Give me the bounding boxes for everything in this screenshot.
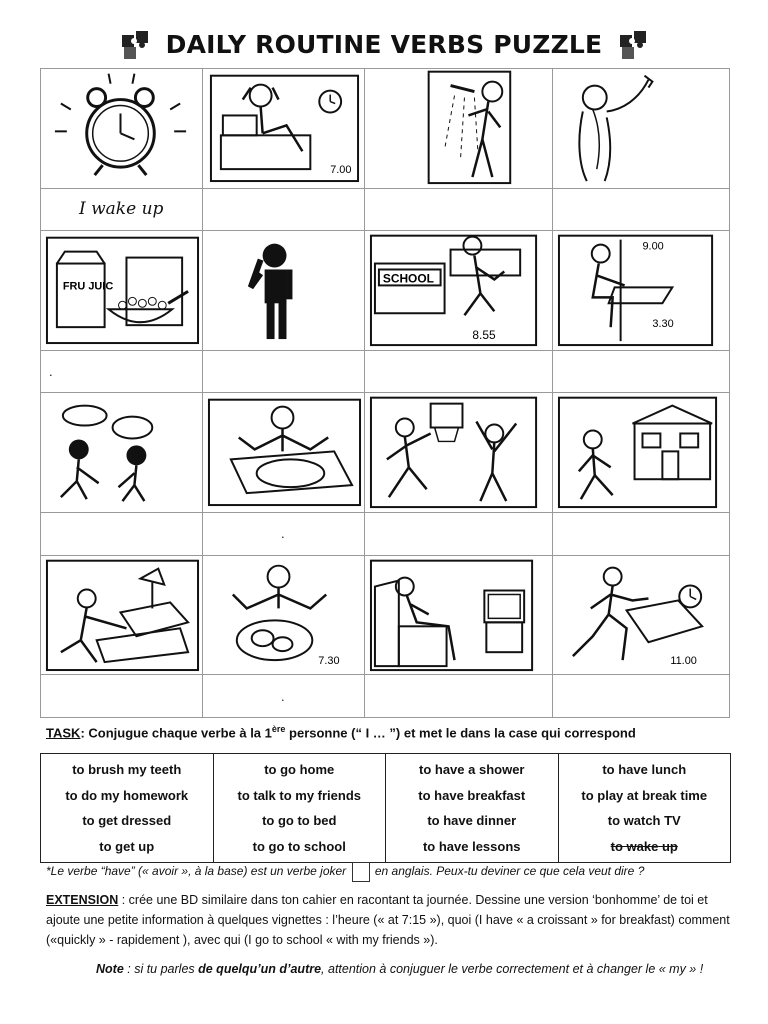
- picture-talking-friends: [40, 392, 203, 514]
- verb-item: to get dressed: [82, 813, 172, 829]
- picture-watching-tv: [364, 554, 553, 676]
- sign-label: SCHOOL: [383, 272, 434, 286]
- sign-label: FRU JUIC: [63, 281, 113, 293]
- answer-cell[interactable]: [202, 187, 365, 232]
- puzzle-icon: [620, 31, 647, 59]
- clock-label: 7.30: [318, 655, 339, 667]
- verb-item: to have lunch: [602, 762, 687, 778]
- task-sup: ère: [271, 724, 286, 734]
- answer-cell[interactable]: .: [202, 512, 365, 556]
- picture-having-dinner: 7.30: [202, 554, 365, 676]
- answer-cell[interactable]: .: [202, 674, 365, 718]
- note-text: , attention à conjuguer le verbe correct…: [321, 962, 704, 976]
- picture-walking-to-school: SCHOOL 8.55: [364, 230, 553, 351]
- clock-label: 7.00: [330, 164, 351, 176]
- note-emphasis: de quelqu’un d’autre: [198, 962, 322, 976]
- verb-item: to do my homework: [65, 787, 189, 803]
- answer-cell[interactable]: [40, 512, 203, 556]
- verb-item: to go to bed: [262, 813, 337, 829]
- joker-card-icon: [351, 862, 370, 882]
- verb-column: to have lunch to play at break time to w…: [559, 754, 731, 862]
- answer-cell[interactable]: .: [40, 349, 203, 394]
- verb-item-used: to wake up: [610, 838, 678, 854]
- answer-cell[interactable]: [552, 349, 730, 394]
- verb-item: to go to school: [252, 838, 346, 854]
- picture-brushing-teeth: [202, 230, 365, 351]
- clock-label: 8.55: [472, 328, 496, 342]
- extension-paragraph: EXTENSION : crée une BD similaire dans t…: [46, 890, 736, 950]
- title-row: DAILY ROUTINE VERBS PUZZLE: [0, 22, 768, 66]
- verb-item: to have a shower: [419, 762, 525, 778]
- picture-having-lunch: [202, 392, 365, 514]
- verb-box: to brush my teeth to do my homework to g…: [40, 753, 731, 863]
- verb-column: to brush my teeth to do my homework to g…: [41, 754, 214, 862]
- task-text: : Conjugue chaque verbe à la 1: [80, 725, 272, 741]
- answer-cell[interactable]: [202, 349, 365, 394]
- answer-cell[interactable]: [364, 349, 553, 394]
- verb-item: to get up: [99, 838, 155, 854]
- note-label: Note: [96, 962, 124, 976]
- clock-label: 11.00: [670, 655, 697, 667]
- verb-item: to have dinner: [427, 813, 517, 829]
- answer-cell[interactable]: [552, 187, 730, 232]
- extension-text: : crée une BD similaire dans ton cahier …: [46, 893, 730, 947]
- picture-getting-dressed: [552, 68, 730, 189]
- conjugation-note: Note : si tu parles de quelqu’un d’autre…: [96, 962, 703, 976]
- note-text: en anglais. Peux-tu deviner ce que cela …: [374, 864, 645, 879]
- svg-text:3.30: 3.30: [652, 318, 673, 330]
- picture-shower: [364, 68, 553, 189]
- answer-cell[interactable]: [40, 674, 203, 718]
- verb-item: to have lessons: [422, 838, 521, 854]
- picture-alarm-clock: [40, 68, 203, 189]
- answer-cell[interactable]: I wake up: [40, 187, 203, 232]
- extension-label: EXTENSION: [46, 893, 119, 907]
- answer-cell[interactable]: [364, 512, 553, 556]
- answer-cell[interactable]: [552, 512, 730, 556]
- verb-item: to play at break time: [581, 787, 708, 803]
- note-text: : si tu parles: [123, 962, 199, 976]
- picture-waking-in-bed: 7.00: [202, 68, 365, 189]
- picture-playing-basketball: [364, 392, 553, 514]
- puzzle-icon: [121, 31, 148, 59]
- picture-walking-home: [552, 392, 730, 514]
- page-title: DAILY ROUTINE VERBS PUZZLE: [165, 29, 603, 59]
- verb-item: to go home: [264, 762, 335, 778]
- task-text: personne (“ I … ”) et met le dans la cas…: [285, 725, 636, 741]
- picture-lessons-at-desk: 9.00 3.30: [552, 230, 730, 351]
- answer-cell[interactable]: [364, 187, 553, 232]
- svg-text:9.00: 9.00: [642, 241, 663, 253]
- answer-cell[interactable]: [364, 674, 553, 718]
- puzzle-grid: 7.00 I wake up: [40, 68, 730, 718]
- verb-column: to have a shower to have breakfast to ha…: [386, 754, 559, 862]
- task-label: TASK: [46, 725, 81, 741]
- verb-item: to have breakfast: [418, 787, 526, 803]
- answer-cell[interactable]: [552, 674, 730, 718]
- verb-column: to go home to talk to my friends to go t…: [214, 754, 386, 862]
- joker-note: *Le verbe “have” (« avoir », à la base) …: [46, 862, 644, 882]
- picture-fruit-juice-cereal: FRU JUIC: [40, 230, 203, 351]
- verb-item: to watch TV: [607, 813, 681, 829]
- verb-item: to brush my teeth: [72, 762, 182, 778]
- picture-doing-homework: [40, 554, 203, 676]
- picture-going-to-bed: 11.00: [552, 554, 730, 676]
- task-instruction: TASK: Conjugue chaque verbe à la 1ère pe…: [46, 724, 636, 740]
- verb-item: to talk to my friends: [237, 787, 362, 803]
- note-text: *Le verbe “have” (« avoir », à la base) …: [46, 864, 347, 879]
